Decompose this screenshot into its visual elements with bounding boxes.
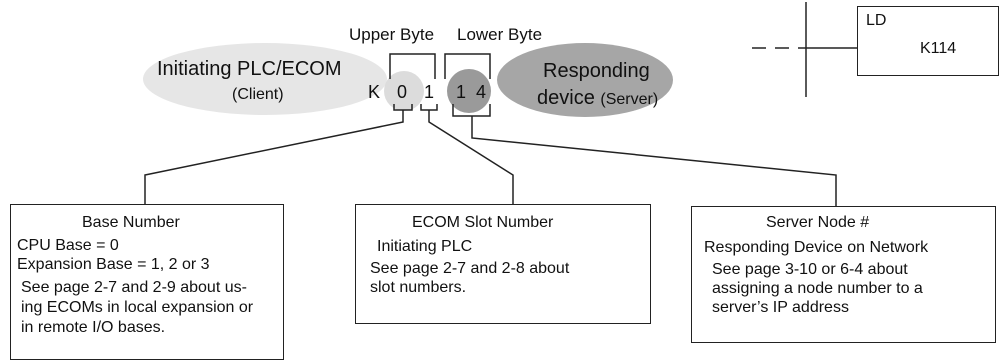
lower-byte-label: Lower Byte — [457, 25, 543, 44]
server-node-line: server’s IP address — [712, 299, 849, 316]
ld-instruction: LD — [866, 12, 887, 29]
slot-number-box: ECOM Slot Number Initiating PLC See page… — [355, 204, 651, 324]
base-number-line: CPU Base = 0 — [17, 237, 119, 254]
upper-byte-bracket — [389, 53, 436, 79]
ld-operand: K114 — [920, 40, 957, 57]
ld-instruction-box: LD K114 — [857, 6, 999, 76]
server-role: (Server) — [600, 91, 659, 108]
digit-upper-0: 0 — [397, 82, 408, 102]
connector-lines — [144, 104, 837, 206]
client-ellipse — [143, 43, 387, 115]
slot-number-title: ECOM Slot Number — [412, 214, 554, 231]
digit-circle-lower-1 — [447, 69, 491, 113]
server-node-box: Server Node # Responding Device on Netwo… — [691, 206, 996, 343]
slot-number-line: See page 2-7 and 2-8 about — [370, 260, 570, 277]
client-subtitle: (Client) — [232, 86, 284, 103]
upper-byte-label: Upper Byte — [349, 25, 435, 44]
digit-lower-1: 1 — [456, 82, 467, 102]
server-node-line: Responding Device on Network — [704, 239, 929, 256]
server-ellipse — [497, 43, 673, 117]
digit-lower-4: 4 — [476, 82, 487, 102]
base-number-line: ing ECOMs in local expansion or — [21, 299, 254, 316]
server-node-line: See page 3‑10 or 6‑4 about — [712, 261, 908, 278]
server-node-title: Server Node # — [766, 214, 870, 231]
server-subtitle: device (Server) — [537, 88, 658, 108]
slot-number-line: slot numbers. — [370, 279, 467, 296]
base-number-box: Base Number CPU Base = 0 Expansion Base … — [10, 204, 284, 360]
lower-byte-bracket — [444, 53, 491, 79]
ladder-rung — [752, 2, 857, 97]
server-device-word: device — [537, 87, 595, 109]
base-number-line: Expansion Base = 1, 2 or 3 — [17, 256, 210, 273]
base-number-line: See page 2-7 and 2‑9 about us- — [21, 279, 247, 296]
k-prefix: K — [368, 82, 381, 102]
server-title: Responding — [543, 60, 650, 82]
server-node-line: assigning a node number to a — [712, 280, 923, 297]
digit-upper-1: 1 — [424, 82, 435, 102]
slot-number-line: Initiating PLC — [377, 238, 473, 255]
base-number-title: Base Number — [82, 214, 180, 231]
digit-circle-upper-1 — [384, 71, 424, 111]
base-number-line: in remote I/O bases. — [21, 319, 166, 336]
client-title: Initiating PLC/ECOM — [157, 58, 342, 80]
